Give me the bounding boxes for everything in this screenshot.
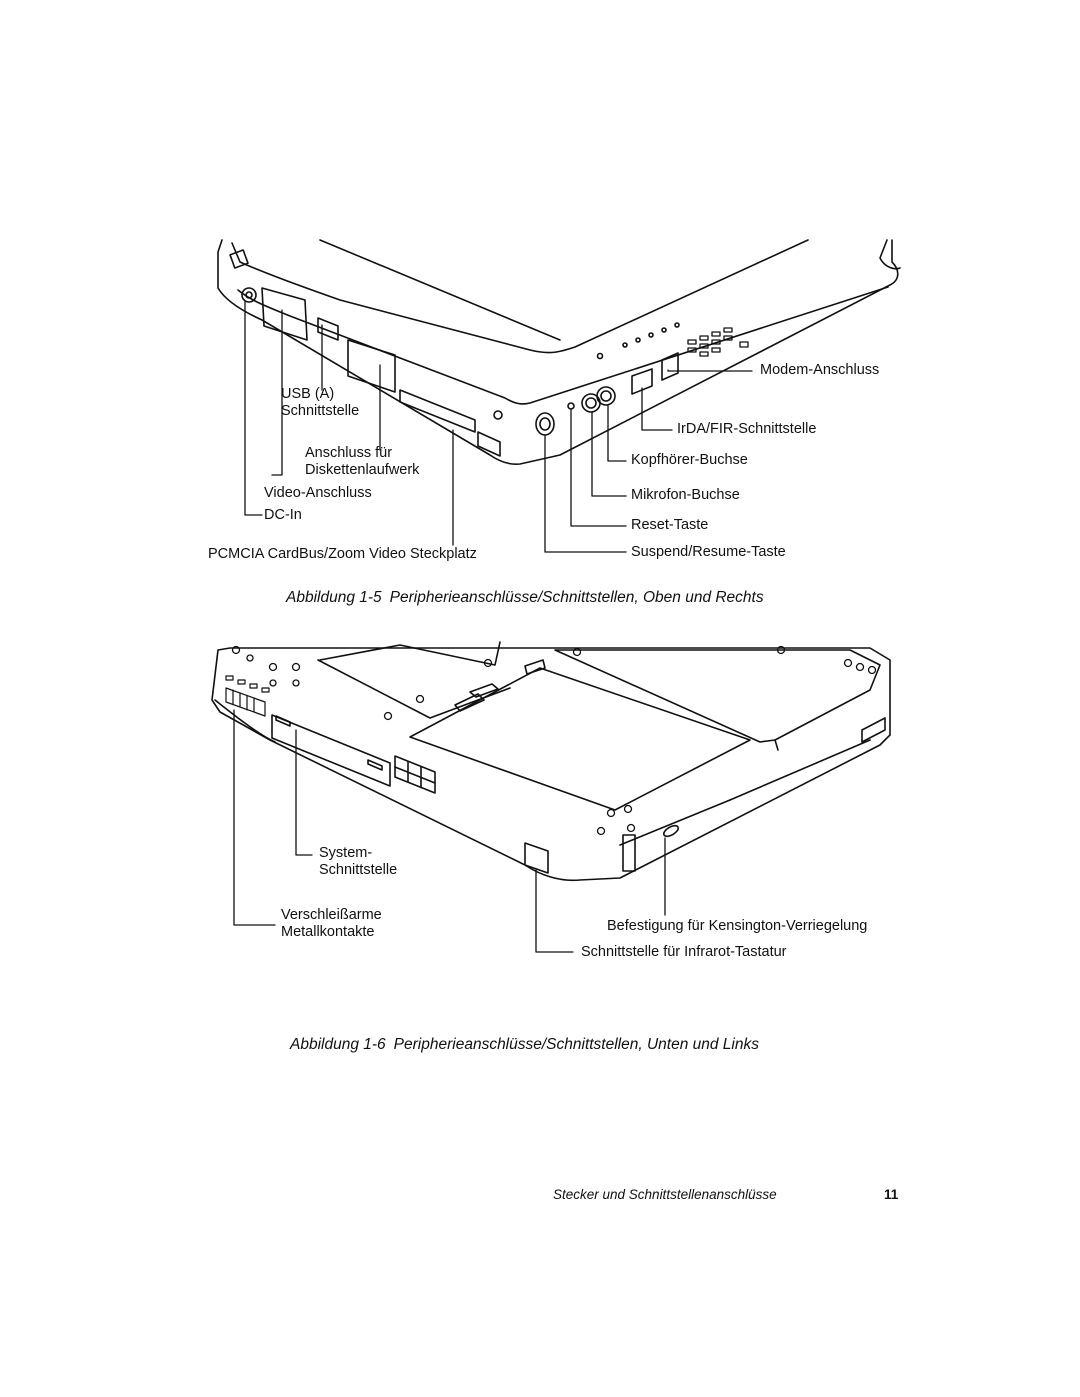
page-number: 11 xyxy=(884,1187,899,1202)
modem-port-label: Modem-Anschluss xyxy=(760,362,880,378)
figure-2-caption: Abbildung 1-6 Peripherieanschlüsse/Schnit… xyxy=(290,1036,759,1054)
figure-1-laptop-illustration xyxy=(217,239,901,553)
footer-section-title: Stecker und Schnittstellenanschlüsse xyxy=(553,1187,777,1202)
video-port-label: Video-Anschluss xyxy=(264,485,372,501)
figure-2-caption-number: Abbildung 1-6 xyxy=(290,1036,386,1053)
pcmcia-slot-label: PCMCIA CardBus/Zoom Video Steckplatz xyxy=(208,546,477,562)
reset-button-label: Reset-Taste xyxy=(631,517,709,533)
figure-1-caption: Abbildung 1-5 Peripherieanschlüsse/Schnit… xyxy=(286,589,764,607)
figure-1-caption-text: Peripherieanschlüsse/Schnittstellen, Obe… xyxy=(389,589,764,606)
figure-1-caption-number: Abbildung 1-5 xyxy=(286,589,382,606)
dc-in-label: DC-In xyxy=(264,507,302,523)
metal-contacts-label: Verschleißarme Metallkontakte xyxy=(281,907,382,940)
system-interface-label: System- Schnittstelle xyxy=(319,845,398,878)
mic-jack-label: Mikrofon-Buchse xyxy=(631,487,740,503)
kensington-lock-label: Befestigung für Kensington-Verriegelung xyxy=(607,918,868,934)
figure-2-laptop-illustration xyxy=(211,641,891,953)
suspend-button-label: Suspend/Resume-Taste xyxy=(631,544,786,560)
figure-2-caption-text: Peripherieanschlüsse/Schnittstellen, Unt… xyxy=(393,1036,759,1053)
usb-port-label: USB (A) Schnittstelle xyxy=(281,386,360,419)
infrared-keyboard-label: Schnittstelle für Infrarot-Tastatur xyxy=(581,944,787,960)
floppy-port-label: Anschluss für Diskettenlaufwerk xyxy=(305,445,420,478)
irda-port-label: IrDA/FIR-Schnittstelle xyxy=(677,421,817,437)
headphone-jack-label: Kopfhörer-Buchse xyxy=(631,452,748,468)
